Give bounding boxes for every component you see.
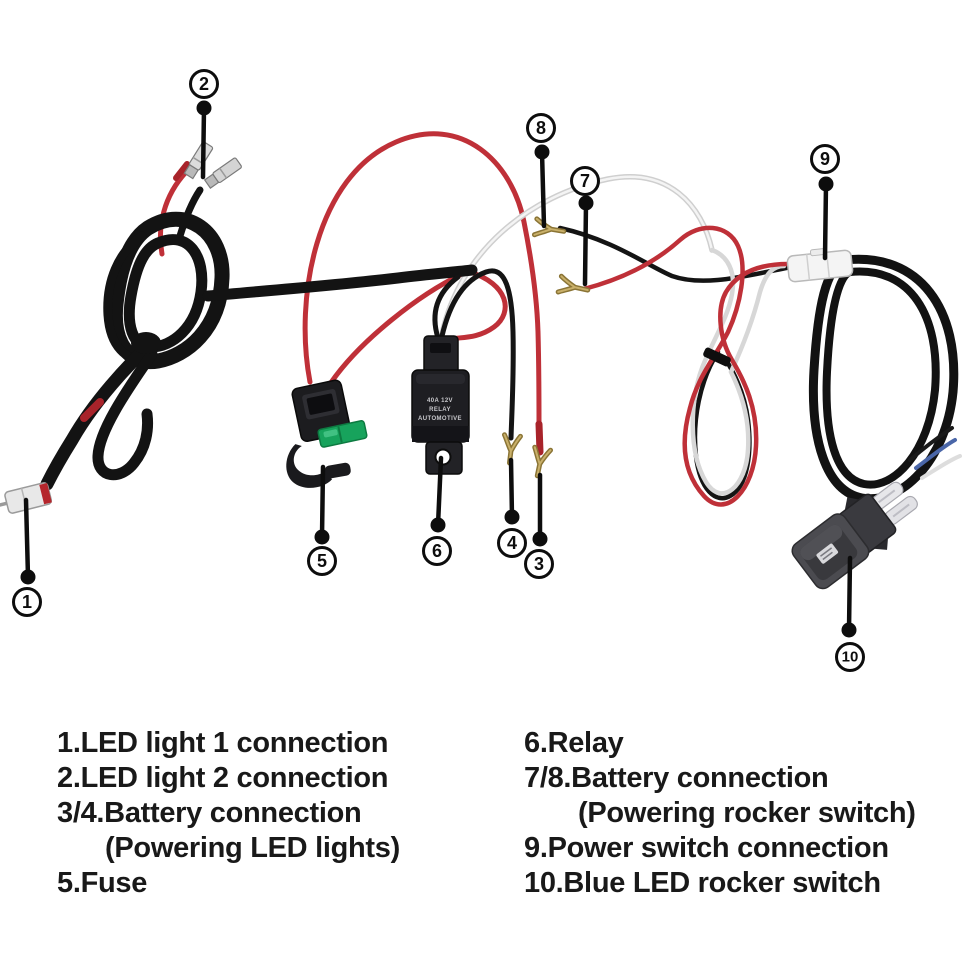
fork-terminal-7: [555, 273, 591, 295]
red-wire-fuse-feed: [327, 271, 465, 387]
callout-6-dot: [430, 517, 446, 533]
bundle-white-strand: [690, 247, 787, 496]
relay-black-wires: [432, 268, 516, 441]
callout-8: 8: [526, 113, 556, 229]
svg-text:1: 1: [22, 592, 32, 612]
legend-right-column: 6.Relay 7/8.Battery connection (Powering…: [524, 726, 916, 901]
callout-6-ring: [422, 536, 452, 566]
blade-fuse-green: [317, 420, 368, 448]
switch-label: [816, 543, 839, 564]
red-shrink-tail: [80, 398, 104, 422]
svg-text:8: 8: [536, 118, 546, 138]
coil-tail: [40, 345, 149, 491]
black-wire-battery4: [439, 268, 516, 441]
callout-4: 4: [497, 457, 527, 558]
callout-5-dot: [314, 529, 330, 545]
legend-left-column: 1.LED light 1 connection 2.LED light 2 c…: [57, 726, 400, 901]
callout-5-ring: [307, 546, 337, 576]
red-shrink-fork3: [535, 420, 544, 456]
relay: 40A 12V RELAY AUTOMOTIVE: [411, 335, 470, 475]
relay-label-line2: RELAY: [429, 407, 451, 413]
led2-spade-terminals: [173, 141, 242, 189]
svg-text:9: 9: [820, 149, 830, 169]
legend-item-1: 1.LED light 1 connection: [57, 727, 389, 759]
svg-text:3: 3: [534, 554, 544, 574]
callout-10-ring: [835, 642, 865, 672]
legend-item-6: 6.Relay: [524, 727, 624, 759]
callout-2: 2: [189, 69, 219, 180]
coil-loop-inner: [123, 234, 208, 353]
black-wire-to-spade: [176, 186, 204, 240]
callout-7-ring: [570, 166, 600, 196]
callout-3-ring: [524, 549, 554, 579]
switch-cable-ring: [808, 254, 959, 504]
legend-item-9: 9.Power switch connection: [524, 832, 889, 864]
callout-1-ring: [12, 587, 42, 617]
power-switch-connector: [786, 247, 854, 283]
callout-1: 1: [12, 497, 42, 617]
legend-item-2: 2.LED light 2 connection: [57, 762, 389, 794]
callout-5: 5: [307, 464, 337, 576]
callout-7: 7: [570, 166, 600, 287]
callout-2-dot: [196, 100, 212, 116]
fork-terminal-3: [532, 444, 554, 479]
legend-item-3-4: 3/4.Battery connection: [57, 797, 362, 829]
legend-item-5: 5.Fuse: [57, 867, 148, 899]
svg-text:4: 4: [507, 533, 517, 553]
svg-text:10: 10: [842, 649, 859, 666]
callout-3: 3: [524, 472, 554, 579]
callout-8-ring: [526, 113, 556, 143]
white-wire-arc: [439, 174, 715, 337]
relay-label-line3: AUTOMOTIVE: [418, 416, 462, 422]
callout-4-dot: [504, 509, 520, 525]
led1-connector: [0, 482, 53, 514]
coil-tie: [131, 332, 161, 354]
coil-loop-outer: [107, 211, 230, 370]
svg-text:6: 6: [432, 541, 442, 561]
switch-pigtail-wires: [908, 426, 962, 480]
switch-wire-bundle: [557, 225, 795, 507]
bundle-black-strand: [557, 225, 795, 283]
relay-label-line1: 40A 12V: [427, 398, 453, 404]
fuse-holder: [286, 379, 368, 488]
callout-10: 10: [835, 555, 865, 672]
callout-8-dot: [534, 144, 550, 160]
callout-10-dot: [841, 622, 857, 638]
coil-hook-loop: [92, 348, 158, 481]
ring-inner: [822, 267, 940, 489]
svg-text:2: 2: [199, 74, 209, 94]
legend-item-7-8: 7/8.Battery connection: [524, 762, 829, 794]
bundle-tie: [703, 347, 731, 367]
callout-1-dot: [20, 569, 36, 585]
legend-item-7-8-note: (Powering rocker switch): [578, 797, 916, 829]
svg-text:5: 5: [317, 551, 327, 571]
svg-text:7: 7: [580, 171, 590, 191]
callout-9-ring: [810, 144, 840, 174]
legend-item-10: 10.Blue LED rocker switch: [524, 867, 881, 899]
bundle-red-strand: [581, 225, 791, 507]
sheathed-cable: [202, 264, 478, 302]
callout-2-ring: [189, 69, 219, 99]
callout-9: 9: [810, 144, 840, 261]
led-harness-coil: [23, 186, 478, 503]
callouts: 1 2 3 4 5: [12, 69, 865, 672]
legend-item-3-4-note: (Powering LED lights): [105, 832, 400, 864]
callout-4-ring: [497, 528, 527, 558]
callout-3-dot: [532, 531, 548, 547]
relay-top-cap: [423, 335, 459, 375]
harness-illustration: 40A 12V RELAY AUTOMOTIVE: [0, 69, 962, 672]
red-wire-battery-arc: [302, 131, 542, 427]
callout-7-dot: [578, 195, 594, 211]
callout-6: 6: [422, 455, 452, 566]
callout-9-dot: [818, 176, 834, 192]
black-wire-relay-top: [432, 274, 461, 341]
